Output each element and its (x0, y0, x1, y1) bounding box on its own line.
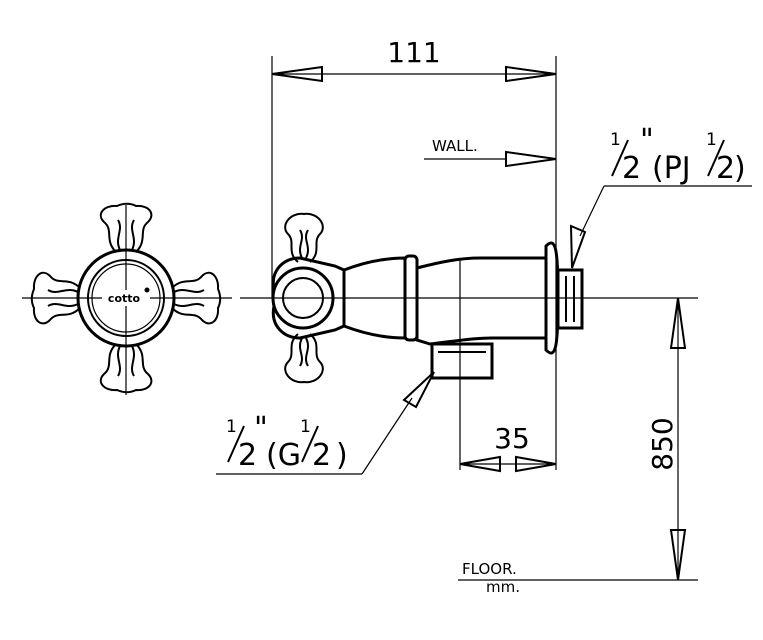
svg-text:": " (254, 411, 268, 446)
svg-text:): ) (734, 151, 746, 186)
side-view-valve (240, 212, 698, 470)
svg-text:1: 1 (706, 130, 717, 150)
svg-text:): ) (336, 438, 348, 473)
svg-text:WALL.: WALL. (432, 137, 478, 155)
svg-text:2: 2 (238, 438, 257, 473)
wall-label: WALL. (424, 137, 557, 168)
brand-logo: cotto (108, 292, 141, 305)
svg-text:1: 1 (610, 130, 621, 150)
svg-text:1: 1 (226, 417, 237, 437)
thread-label-inlet: 1 2 " (PJ 1 2 ) (569, 123, 752, 269)
svg-text:mm.: mm. (486, 578, 520, 596)
svg-text:(PJ: (PJ (652, 151, 691, 186)
floor-label: FLOOR. mm. (458, 560, 698, 596)
dimension-width: 111 (271, 36, 557, 83)
thread-label-outlet: 1 2 " (G 1 2 ) (216, 371, 435, 475)
svg-text:2: 2 (622, 151, 641, 186)
dimension-height: 850 (646, 297, 687, 581)
svg-text:FLOOR.: FLOOR. (462, 560, 517, 578)
svg-text:(G: (G (266, 438, 301, 473)
dimension-outlet-offset: 35 (459, 422, 557, 473)
svg-text:850: 850 (646, 417, 679, 470)
svg-text:1: 1 (300, 417, 311, 437)
front-view-handle: cotto (22, 202, 232, 395)
svg-text:2: 2 (312, 438, 331, 473)
svg-text:35: 35 (494, 422, 530, 455)
svg-text:2: 2 (716, 151, 735, 186)
svg-text:111: 111 (387, 36, 440, 69)
svg-text:": " (640, 123, 654, 158)
